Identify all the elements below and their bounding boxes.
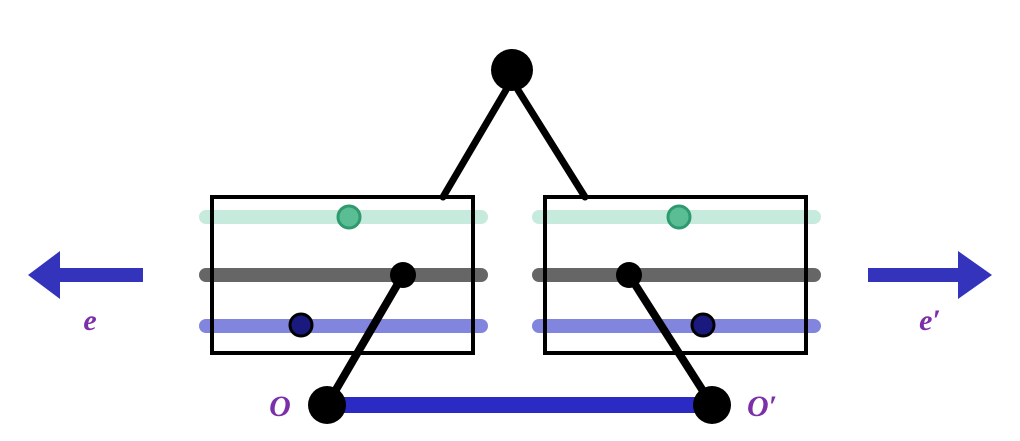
apex-edge-left bbox=[439, 86, 510, 201]
arrow-group bbox=[28, 251, 992, 299]
apex-edge-right bbox=[514, 86, 589, 201]
node-gray-left bbox=[390, 262, 416, 288]
node-origin-right bbox=[693, 386, 731, 424]
apex-edge-group bbox=[439, 86, 589, 201]
node-gray-right bbox=[616, 262, 642, 288]
label-o: O bbox=[269, 390, 291, 423]
left-frame bbox=[210, 195, 475, 355]
worldline-left bbox=[323, 271, 407, 409]
label-o-prime: O′ bbox=[747, 390, 777, 423]
worldline-right bbox=[625, 271, 716, 409]
worldline-node-group bbox=[308, 262, 731, 424]
arrow-left bbox=[28, 251, 143, 299]
band-node-group bbox=[288, 204, 716, 338]
node-navy-right bbox=[690, 312, 716, 338]
node-navy-left bbox=[288, 312, 314, 338]
label-e-prime: e′ bbox=[919, 304, 941, 337]
arrow-right bbox=[868, 251, 992, 299]
label-e: e bbox=[83, 304, 96, 337]
worldline-group bbox=[323, 271, 716, 409]
label-group: e e′ O O′ bbox=[83, 304, 941, 423]
node-green-left bbox=[336, 204, 362, 230]
band-group bbox=[199, 210, 821, 333]
apex-node bbox=[491, 49, 533, 91]
node-origin-left bbox=[308, 386, 346, 424]
node-green-right bbox=[666, 204, 692, 230]
